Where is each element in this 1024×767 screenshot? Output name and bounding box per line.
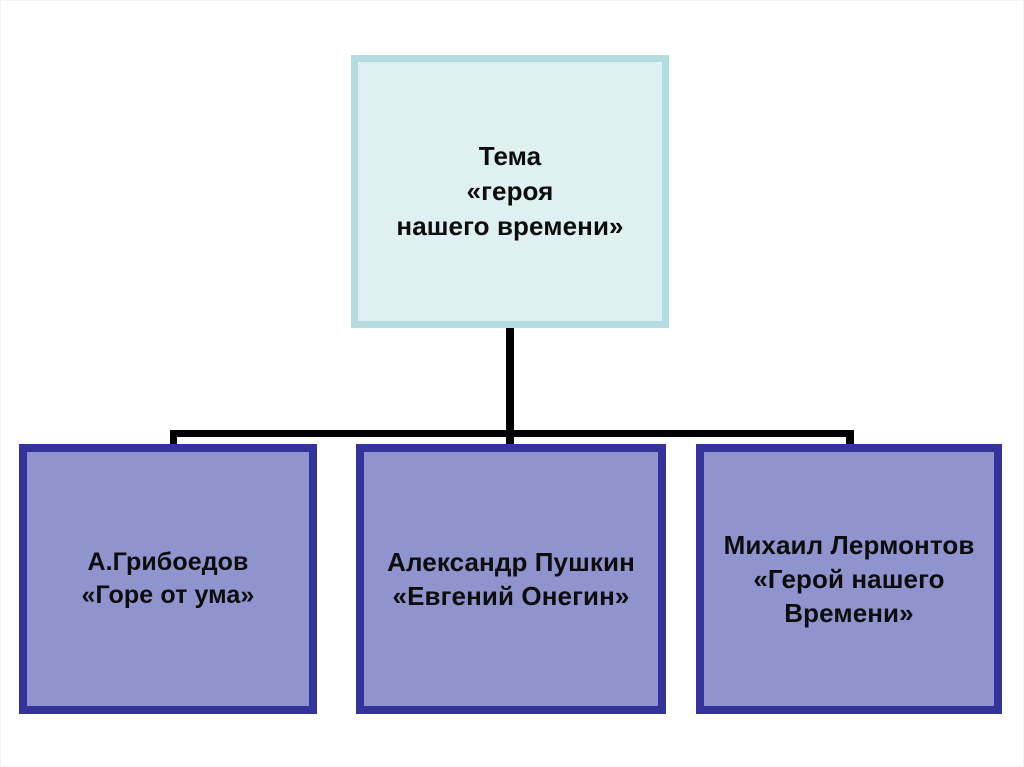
node-theme-line-3: нашего времени» [396,210,624,241]
node-pushkin-label: Александр Пушкин «Евгений Онегин» [387,545,635,614]
node-pushkin[interactable]: Александр Пушкин «Евгений Онегин» [356,444,666,714]
node-pushkin-line-1: Александр Пушкин [387,546,635,577]
node-pushkin-line-2: «Евгений Онегин» [392,581,630,611]
node-theme-label: Тема «героя нашего времени» [396,139,623,243]
node-griboedov-line-2: «Горе от ума» [81,581,255,609]
node-lermontov-line-1: Михаил Лермонтов [723,529,975,560]
node-theme[interactable]: Тема «героя нашего времени» [351,55,669,328]
node-griboedov-label: А.Грибоедов «Горе от ума» [82,546,255,612]
node-theme-line-2: «героя [466,176,554,207]
node-lermontov[interactable]: Михаил Лермонтов «Герой нашего Времени» [696,444,1002,714]
node-griboedov-line-1: А.Грибоедов [87,548,249,576]
connector-drop-center [506,430,514,447]
connector-stem [506,328,514,437]
node-lermontov-line-3: Времени» [784,598,914,629]
node-theme-line-1: Тема [478,141,542,172]
connector-drop-right [846,430,854,447]
node-lermontov-line-2: «Герой нашего [753,563,945,594]
connector-drop-left [170,430,177,447]
node-lermontov-label: Михаил Лермонтов «Герой нашего Времени» [724,528,975,631]
node-griboedov[interactable]: А.Грибоедов «Горе от ума» [19,444,317,714]
